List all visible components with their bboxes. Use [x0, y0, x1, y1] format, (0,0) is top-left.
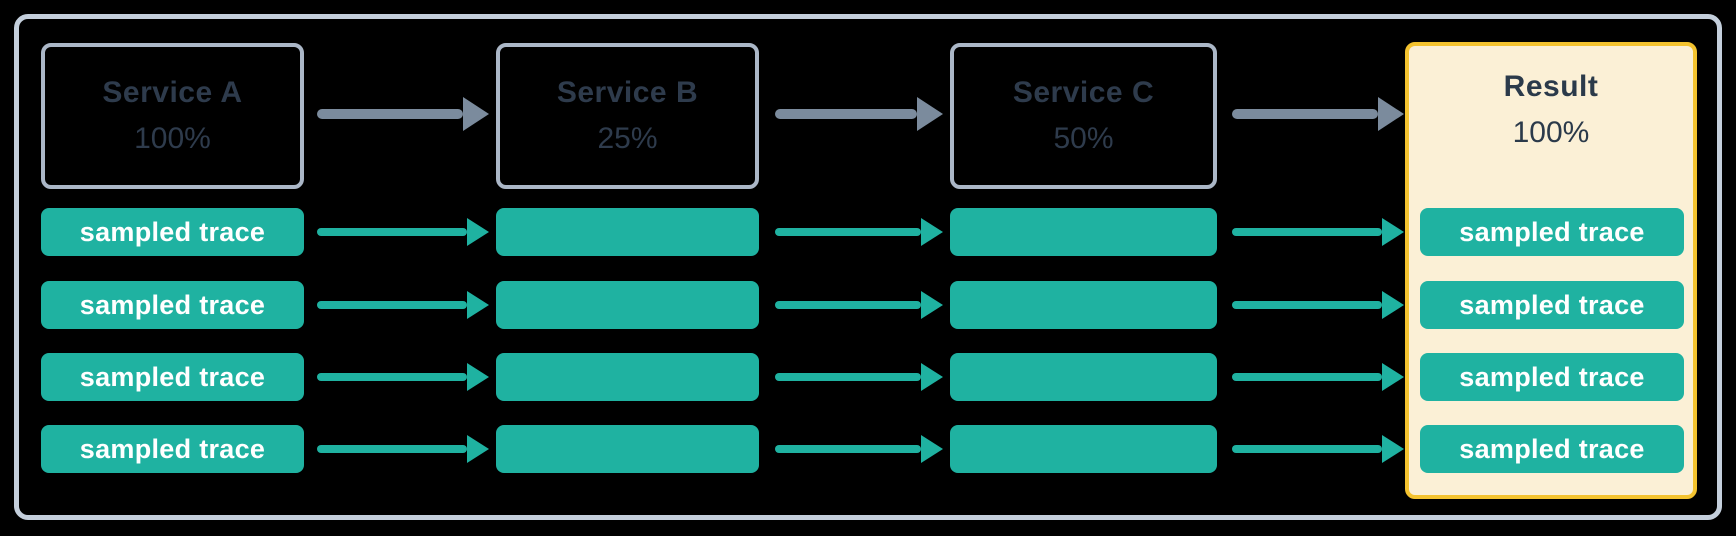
trace-row: sampled trace sampled trace	[19, 208, 1717, 256]
arrow-head	[1382, 291, 1404, 319]
arrow-head	[467, 291, 489, 319]
trace-label: sampled trace	[1459, 433, 1645, 464]
trace-box	[496, 353, 759, 401]
arrow-head	[1382, 218, 1404, 246]
arrow-head	[917, 97, 943, 131]
arrow-right-icon	[1232, 218, 1404, 246]
trace-box	[950, 353, 1217, 401]
trace-label: sampled trace	[79, 361, 266, 392]
trace-row: sampled trace sampled trace	[19, 281, 1717, 329]
trace-box	[496, 208, 759, 256]
sampled-trace-box: sampled trace	[1420, 353, 1684, 401]
arrow-right-icon	[775, 218, 943, 246]
arrow-shaft	[775, 109, 917, 119]
arrow-right-icon	[317, 291, 489, 319]
trace-label: sampled trace	[79, 433, 266, 464]
sampled-trace-box: sampled trace	[41, 425, 304, 473]
arrow-shaft	[775, 373, 921, 381]
trace-box	[950, 281, 1217, 329]
trace-box	[496, 281, 759, 329]
arrow-right-icon	[317, 435, 489, 463]
arrow-head	[1378, 97, 1404, 131]
trace-label: sampled trace	[1459, 289, 1645, 320]
arrow-shaft	[317, 228, 467, 236]
result-rate: 100%	[1512, 116, 1590, 149]
trace-label: sampled trace	[1459, 361, 1645, 392]
arrow-shaft	[1232, 373, 1382, 381]
arrow-head	[921, 218, 943, 246]
trace-box	[950, 208, 1217, 256]
sample-rate: 50%	[1053, 122, 1114, 155]
arrow-shaft	[775, 228, 921, 236]
arrow-shaft	[317, 373, 467, 381]
arrow-right-icon	[775, 363, 943, 391]
service-b-box: Service B 25%	[496, 43, 759, 189]
sample-rate: 25%	[597, 122, 658, 155]
sampled-trace-box: sampled trace	[1420, 208, 1684, 256]
arrow-head	[1382, 363, 1404, 391]
arrow-head	[921, 435, 943, 463]
trace-label: sampled trace	[1459, 216, 1645, 247]
arrow-right-icon	[1232, 291, 1404, 319]
trace-label: sampled trace	[79, 216, 266, 247]
trace-row: sampled trace sampled trace	[19, 425, 1717, 473]
trace-box	[496, 425, 759, 473]
result-panel: Result 100%	[1405, 42, 1697, 499]
arrow-shaft	[775, 301, 921, 309]
arrow-right-icon	[1232, 363, 1404, 391]
arrow-head	[921, 363, 943, 391]
sampled-trace-box: sampled trace	[1420, 425, 1684, 473]
arrow-right-icon	[775, 291, 943, 319]
sampled-trace-box: sampled trace	[1420, 281, 1684, 329]
arrow-right-icon	[775, 435, 943, 463]
arrow-shaft	[317, 445, 467, 453]
sampled-trace-box: sampled trace	[41, 353, 304, 401]
arrow-shaft	[317, 301, 467, 309]
arrow-shaft	[775, 445, 921, 453]
arrow-head	[467, 218, 489, 246]
arrow-right-icon	[1232, 97, 1404, 131]
service-a-box: Service A 100%	[41, 43, 304, 189]
arrow-shaft	[1232, 445, 1382, 453]
arrow-head	[467, 363, 489, 391]
arrow-shaft	[1232, 228, 1382, 236]
arrow-right-icon	[317, 97, 489, 131]
arrow-shaft	[1232, 109, 1378, 119]
sampled-trace-box: sampled trace	[41, 281, 304, 329]
service-c-box: Service C 50%	[950, 43, 1217, 189]
arrow-head	[921, 291, 943, 319]
arrow-shaft	[1232, 301, 1382, 309]
arrow-head	[1382, 435, 1404, 463]
arrow-head	[467, 435, 489, 463]
service-name: Service C	[1012, 76, 1155, 109]
service-name: Service A	[102, 76, 243, 109]
service-name: Service B	[556, 76, 699, 109]
diagram-frame: Service A 100% Service B 25% Service C 5…	[14, 14, 1722, 520]
trace-label: sampled trace	[79, 289, 266, 320]
trace-row: sampled trace sampled trace	[19, 353, 1717, 401]
sampled-trace-box: sampled trace	[41, 208, 304, 256]
arrow-shaft	[317, 109, 463, 119]
arrow-right-icon	[775, 97, 943, 131]
arrow-right-icon	[1232, 435, 1404, 463]
trace-box	[950, 425, 1217, 473]
arrow-right-icon	[317, 363, 489, 391]
result-title: Result	[1503, 70, 1599, 103]
sample-rate: 100%	[134, 122, 211, 155]
arrow-right-icon	[317, 218, 489, 246]
arrow-head	[463, 97, 489, 131]
